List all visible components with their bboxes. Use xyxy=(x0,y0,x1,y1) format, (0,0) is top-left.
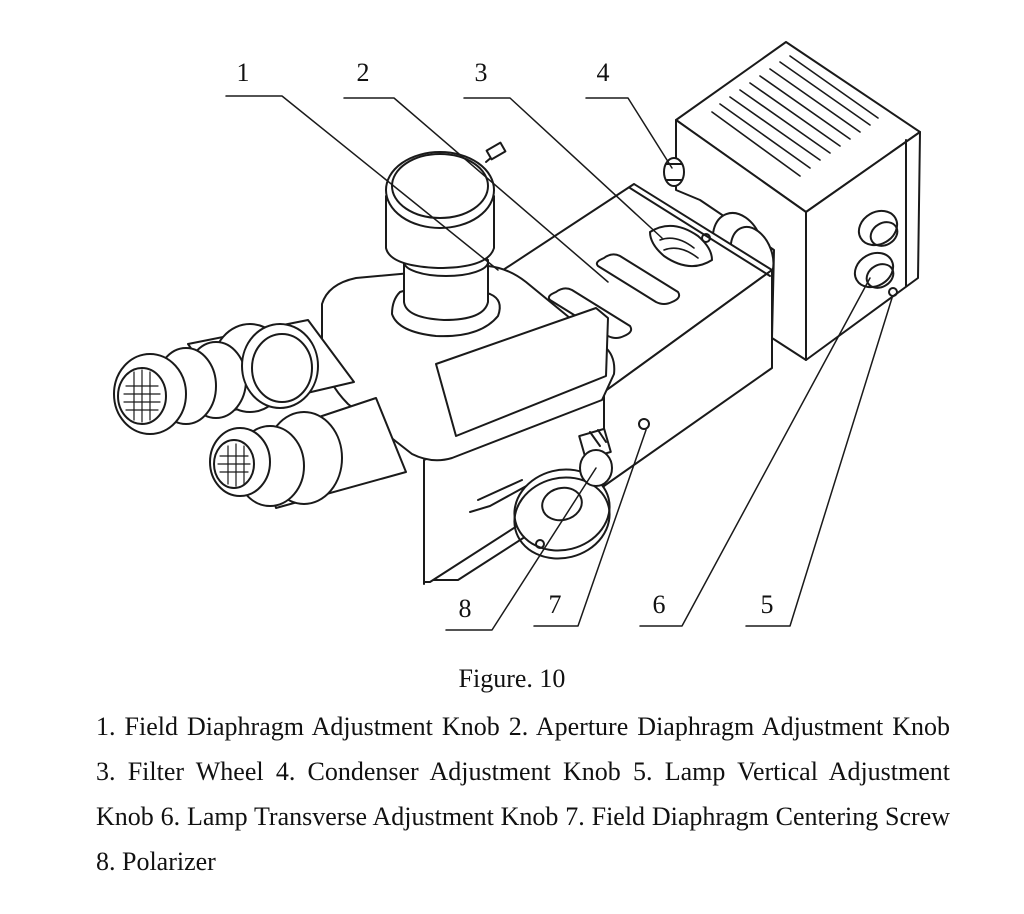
legend-item-4: 4. Condenser Adjustment Knob xyxy=(275,757,621,786)
leader-1 xyxy=(225,95,499,271)
photo-port xyxy=(385,141,507,321)
leader-4 xyxy=(585,97,673,169)
callout-leaders xyxy=(225,95,893,631)
callout-4: 4 xyxy=(596,58,610,87)
leader-7 xyxy=(533,429,647,627)
callout-1: 1 xyxy=(236,58,250,87)
leader-2 xyxy=(343,97,609,283)
callout-3: 3 xyxy=(474,58,488,87)
callout-7: 7 xyxy=(548,590,562,619)
polarizer-dial xyxy=(469,468,611,560)
eyepiece-lower-mesh xyxy=(217,443,251,487)
legend-item-6: 6. Lamp Transverse Adjustment Knob xyxy=(160,802,559,831)
figure-legend: 1. Field Diaphragm Adjustment Knob 2. Ap… xyxy=(96,704,950,884)
figure-title: Figure. 10 xyxy=(458,664,566,693)
leader-6 xyxy=(639,277,871,627)
legend-item-1: 1. Field Diaphragm Adjustment Knob xyxy=(96,712,500,741)
legend-item-7: 7. Field Diaphragm Centering Screw xyxy=(565,802,951,831)
callout-2: 2 xyxy=(356,58,370,87)
condenser-knob xyxy=(663,157,685,187)
callout-6: 6 xyxy=(652,590,666,619)
leader-8 xyxy=(445,467,597,631)
centering-screw xyxy=(578,427,613,487)
legend-item-5: 5. Lamp Vertical Adjustment Knob xyxy=(96,757,951,831)
lamp-vent-slots xyxy=(711,55,879,177)
callout-5: 5 xyxy=(760,590,774,619)
head-body-ellipse xyxy=(241,323,319,409)
leader-5 xyxy=(745,297,893,627)
eyepiece-upper-mesh xyxy=(123,369,161,423)
legend-item-2: 2. Aperture Diaphragm Adjustment Knob xyxy=(508,712,950,741)
lamp-knob-upper xyxy=(857,209,899,247)
legend-item-3: 3. Filter Wheel xyxy=(96,757,264,786)
legend-item-8: 8. Polarizer xyxy=(96,847,216,876)
callout-8: 8 xyxy=(458,594,472,623)
leader-3 xyxy=(463,97,663,239)
eyepiece-lower xyxy=(209,397,407,509)
